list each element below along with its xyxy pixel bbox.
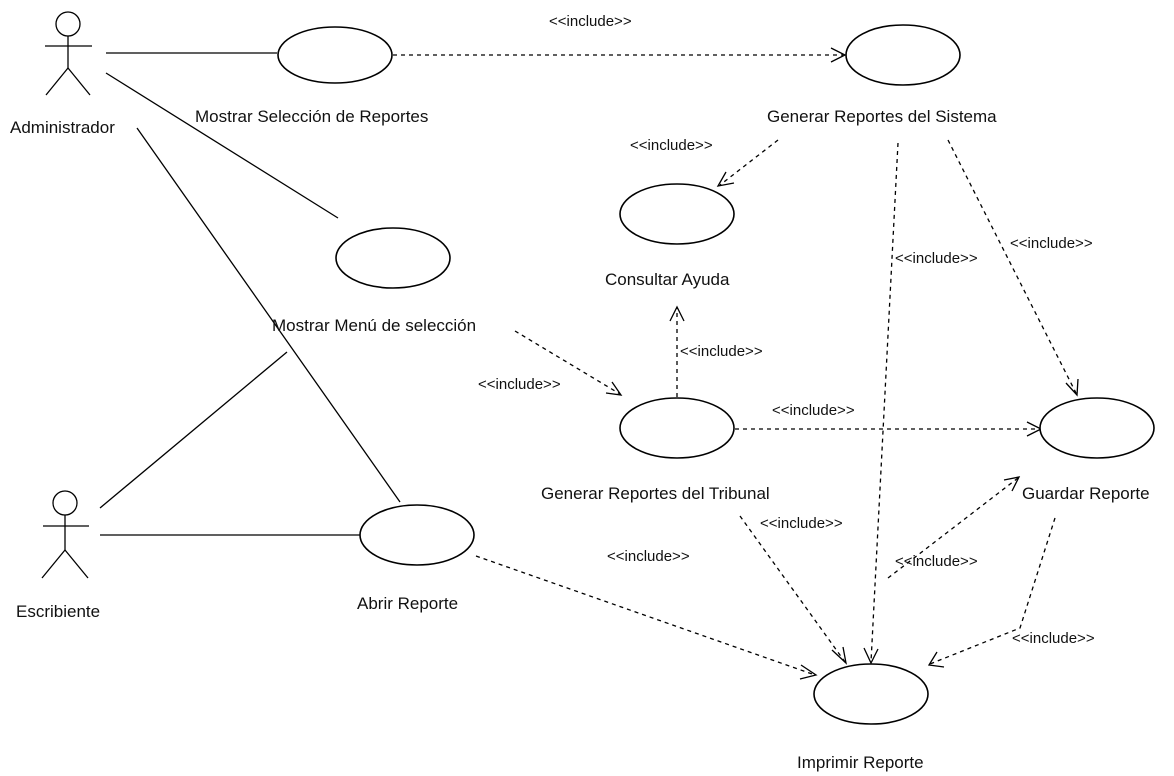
association-line [136,127,401,503]
use-case-label: Generar Reportes del Sistema [767,107,997,126]
use-case-ellipse [619,397,735,459]
use-case-label: Abrir Reporte [357,594,458,613]
include-line [475,555,816,676]
include-line [929,517,1056,665]
arrowhead-icon [927,651,945,668]
use-case-label: Guardar Reporte [1022,484,1150,503]
include-label: <<include>> [772,402,855,419]
include-label: <<include>> [630,137,713,154]
include-label: <<include>> [760,515,843,532]
associations [99,52,401,536]
association-line [105,72,339,219]
arrowhead-icon [1065,378,1079,397]
use-case-ellipse [619,183,735,245]
arrowhead-icon [669,305,685,322]
include-label: <<include>> [478,376,561,393]
use-case-ellipse [359,504,475,566]
actor-escribiente[interactable]: Escribiente [16,490,100,621]
use-case-generar-tribunal[interactable]: Generar Reportes del Tribunal [541,397,770,503]
actor-administrador[interactable]: Administrador [10,11,115,137]
use-case-consultar-ayuda[interactable]: Consultar Ayuda [605,183,735,289]
use-case-label: Mostrar Selección de Reportes [195,107,428,126]
use-case-ellipse [1039,397,1155,459]
use-case-guardar-reporte[interactable]: Guardar Reporte [1022,397,1155,503]
include-dependencies [393,47,1079,680]
use-case-label: Consultar Ayuda [605,270,730,289]
actor-head-icon [52,490,78,516]
use-case-abrir-reporte[interactable]: Abrir Reporte [357,504,475,613]
use-case-mostrar-seleccion[interactable]: Mostrar Selección de Reportes [195,26,428,126]
arrowhead-icon [1003,476,1021,492]
include-label: <<include>> [895,553,978,570]
use-case-ellipse [845,24,961,86]
use-case-label: Imprimir Reporte [797,753,924,772]
arrowhead-icon [863,647,879,665]
include-line [739,515,846,663]
use-case-ellipse [813,663,929,725]
association-line [99,351,288,509]
include-line [887,477,1019,579]
include-label: <<include>> [549,13,632,30]
include-line [870,142,899,663]
use-case-generar-sistema[interactable]: Generar Reportes del Sistema [767,24,997,126]
include-label: <<include>> [1010,235,1093,252]
include-line [719,139,779,186]
include-label: <<include>> [895,250,978,267]
use-case-ellipse [277,26,393,84]
actor-left-leg [45,67,69,96]
actor-head-icon [55,11,81,37]
arrowhead-icon [605,381,623,396]
actor-left-leg [41,549,66,579]
include-labels: <<include>> <<include>> <<include>> <<in… [478,13,1095,647]
use-case-imprimir-reporte[interactable]: Imprimir Reporte [797,663,929,772]
use-case-ellipse [335,227,451,289]
use-case-mostrar-menu[interactable]: Mostrar Menú de selección [272,227,476,335]
use-case-label: Mostrar Menú de selección [272,316,476,335]
actor-right-leg [64,549,89,579]
actor-label: Escribiente [16,602,100,621]
arrowhead-icon [716,171,735,187]
arrowhead-icon [830,47,847,63]
use-case-label: Generar Reportes del Tribunal [541,484,770,503]
actor-right-leg [67,67,91,96]
include-label: <<include>> [680,343,763,360]
arrowhead-icon [831,646,848,665]
actor-label: Administrador [10,118,115,137]
arrowhead-icon [799,664,818,680]
include-label: <<include>> [607,548,690,565]
include-label: <<include>> [1012,630,1095,647]
